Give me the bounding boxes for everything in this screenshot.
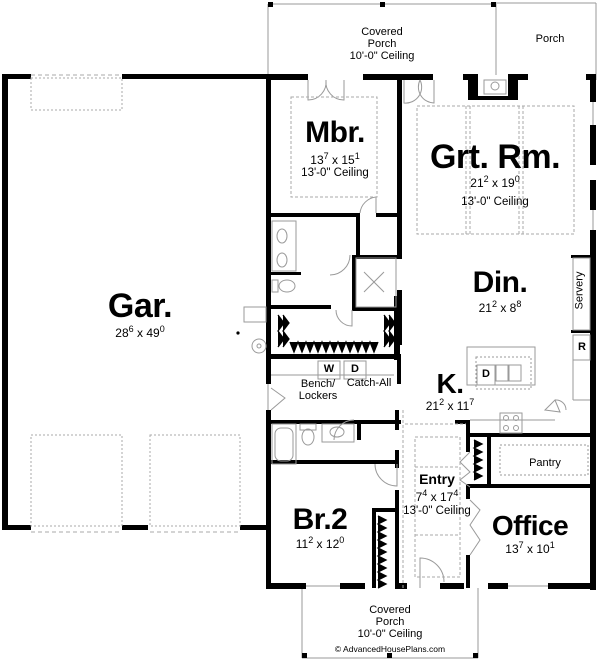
room-name: Din. bbox=[472, 266, 528, 299]
copyright-text: AdvancedHousePlans.com bbox=[343, 644, 446, 654]
dryer-label: D bbox=[351, 363, 359, 375]
room-ceiling: 13'-0" Ceiling bbox=[461, 196, 529, 208]
room-ceiling: 13'-0" Ceiling bbox=[403, 505, 471, 517]
windows bbox=[267, 102, 594, 587]
ceiling-outlines bbox=[290, 96, 575, 588]
servery-label: Servery bbox=[573, 271, 586, 310]
room-name: K. bbox=[436, 368, 465, 399]
door-swings bbox=[270, 79, 567, 588]
room-dimensions: 137 x 101 bbox=[505, 540, 555, 556]
porch-line1: Covered bbox=[361, 26, 403, 38]
room-dimensions: 112 x 120 bbox=[295, 535, 345, 551]
rear-porch-label: Porch bbox=[535, 33, 565, 45]
room-dimensions: 212 x 190 bbox=[470, 174, 520, 190]
closet-hangers bbox=[277, 314, 484, 589]
pantry-label: Pantry bbox=[529, 457, 561, 469]
refrigerator-label: R bbox=[578, 341, 586, 353]
copyright-notice: © AdvancedHousePlans.com bbox=[330, 645, 450, 654]
room-name: Mbr. bbox=[305, 116, 365, 149]
copyright-icon: © bbox=[334, 644, 342, 654]
room-dimensions: 212 x 117 bbox=[425, 397, 475, 413]
room-name: Br.2 bbox=[292, 503, 348, 536]
fixtures bbox=[243, 220, 591, 476]
room-name: Office bbox=[491, 510, 569, 541]
bedroom2-label: Br.2 112 x 120 bbox=[280, 503, 360, 551]
great-room-label: Grt. Rm. 212 x 190 13'-0" Ceiling bbox=[420, 140, 570, 209]
interior-walls bbox=[266, 74, 593, 588]
porch-ceiling: 10'-0" Ceiling bbox=[349, 50, 415, 62]
bench-lockers-label: Bench/ Lockers bbox=[298, 378, 338, 402]
porch-posts-front bbox=[302, 653, 478, 658]
room-name: Entry bbox=[419, 471, 455, 487]
kitchen-label: K. 212 x 117 bbox=[420, 368, 480, 413]
room-name: Grt. Rm. bbox=[429, 138, 561, 176]
porch-ceiling: 10'-0" Ceiling bbox=[357, 628, 423, 640]
garage-label: Gar. 286 x 490 bbox=[90, 289, 190, 339]
porch-line2: Porch bbox=[367, 38, 397, 50]
garage-door-outlines bbox=[30, 77, 241, 527]
catch-all-label: Catch-All bbox=[346, 377, 392, 389]
entry-label: Entry 74 x 174 13'-0" Ceiling bbox=[402, 472, 472, 518]
dishwasher-label: D bbox=[482, 368, 490, 380]
porch-line1: Covered bbox=[369, 604, 411, 616]
exterior-walls bbox=[2, 74, 596, 590]
room-name: Gar. bbox=[107, 287, 173, 325]
master-bedroom-label: Mbr. 137 x 151 13'-0" Ceiling bbox=[280, 118, 390, 180]
room-dimensions: 137 x 151 bbox=[310, 151, 360, 167]
room-dimensions: 286 x 490 bbox=[115, 324, 165, 340]
front-covered-porch-label: Covered Porch 10'-0" Ceiling bbox=[330, 604, 450, 640]
room-dimensions: 212 x 88 bbox=[478, 299, 522, 315]
garage-door-tracks bbox=[31, 74, 240, 533]
room-ceiling: 13'-0" Ceiling bbox=[301, 167, 369, 179]
dining-label: Din. 212 x 88 bbox=[460, 266, 540, 315]
rear-covered-porch-label: Covered Porch 10'-0" Ceiling bbox=[322, 26, 442, 62]
rear-covered-porch-outline bbox=[267, 2, 597, 80]
garage-dot bbox=[236, 331, 240, 335]
porch-line2: Porch bbox=[375, 616, 405, 628]
room-dimensions: 74 x 174 bbox=[415, 488, 459, 504]
office-label: Office 137 x 101 bbox=[480, 510, 580, 556]
washer-label: W bbox=[323, 363, 335, 375]
porch-posts-rear bbox=[268, 2, 496, 7]
